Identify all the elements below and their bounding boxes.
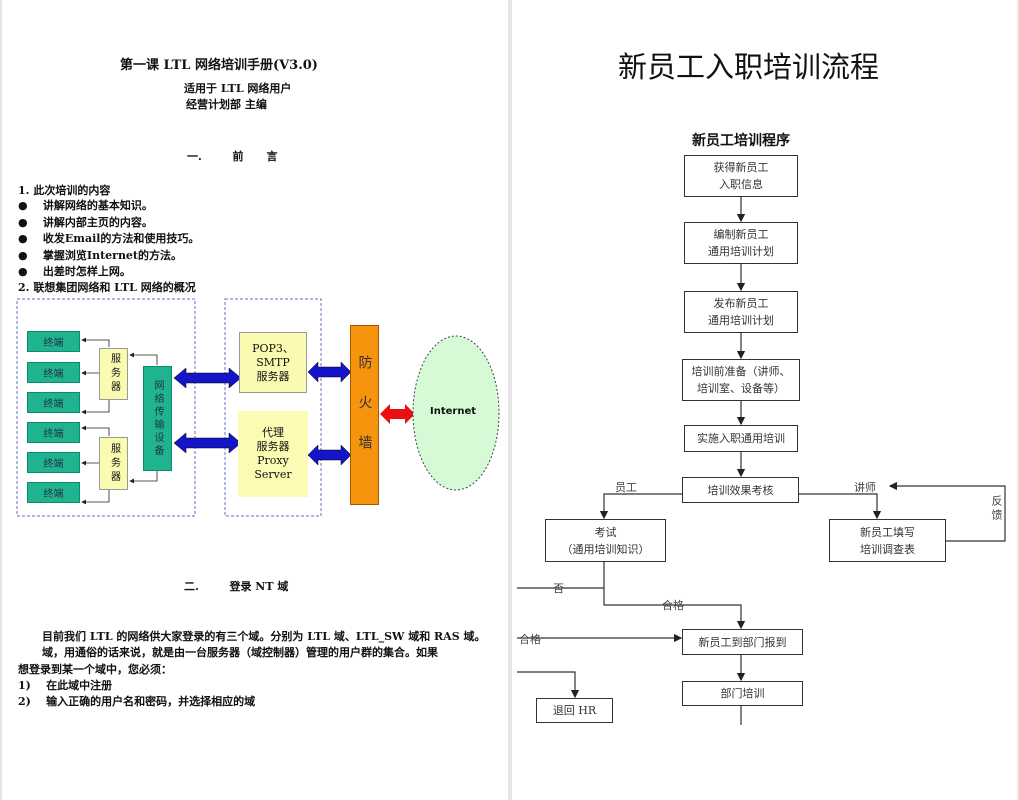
step-survey: 新员工填写培训调查表 bbox=[829, 519, 946, 562]
firewall: 防火墙 bbox=[350, 325, 379, 505]
section-heading-nt-domain: 二. 登录 NT 域 bbox=[184, 580, 289, 593]
step-evaluate: 培训效果考核 bbox=[682, 477, 799, 503]
paragraph-line: 目前我们 LTL 的网络供大家登录的有三个域。分别为 LTL 域、LTL_SW … bbox=[42, 630, 486, 643]
box-line: 编制新员工 bbox=[713, 228, 769, 241]
list-heading-overview: 2. 联想集团网络和 LTL 网络的概况 bbox=[18, 281, 196, 294]
box-line: 考试 bbox=[594, 525, 617, 539]
box-line: 入职信息 bbox=[719, 178, 763, 191]
proxy-line: Server bbox=[254, 468, 292, 481]
step-publish-plan: 发布新员工通用培训计划 bbox=[684, 291, 798, 333]
box-line: 发布新员工 bbox=[713, 297, 769, 310]
list-item: ● 收发Email的方法和使用技巧。 bbox=[18, 232, 200, 245]
terminal-2: 终端 bbox=[27, 362, 80, 383]
flowchart-subtitle: 新员工培训程序 bbox=[692, 133, 790, 149]
paragraph-line: 域，用通俗的话来说，就是由一台服务器（域控制器）管理的用户群的集合。如果 bbox=[42, 646, 438, 659]
mail-server-line: POP3、 bbox=[252, 341, 294, 355]
step-compile-plan: 编制新员工通用培训计划 bbox=[684, 222, 798, 264]
flowchart-title: 新员工入职培训流程 bbox=[618, 50, 880, 84]
box-line: 培训前准备（讲师、 bbox=[691, 365, 791, 378]
network-diagram-lines bbox=[16, 298, 500, 517]
mail-server: POP3、 SMTP 服务器 bbox=[239, 332, 307, 393]
network-transmission-device: 网络传输设备 bbox=[143, 366, 172, 471]
doc-editor: 经营计划部 主编 bbox=[186, 98, 267, 111]
terminal-5: 终端 bbox=[27, 452, 80, 473]
right-flowchart-page: 新员工入职培训流程 新员工培训程序 获得新员工入职信息 编制新员工通用培训计划 … bbox=[512, 0, 1017, 800]
step-exam: 考试 （通用培训知识） bbox=[545, 519, 666, 562]
internet-label: Internet bbox=[430, 406, 477, 417]
terminal-3: 终端 bbox=[27, 392, 80, 413]
box-line: 通用培训计划 bbox=[708, 314, 774, 327]
label-lecturer: 讲师 bbox=[854, 481, 876, 494]
label-employee: 员工 bbox=[615, 481, 637, 494]
proxy-line: Proxy bbox=[257, 454, 289, 467]
list-heading-content: 1. 此次培训的内容 bbox=[18, 184, 111, 197]
box-line: 培训室、设备等） bbox=[697, 382, 785, 395]
proxy-server: 代理 服务器 Proxy Server bbox=[238, 411, 308, 497]
box-line: 培训调查表 bbox=[860, 542, 915, 556]
box-line: 获得新员工 bbox=[713, 161, 769, 174]
flowchart-connectors bbox=[517, 197, 1006, 725]
step-return-hr: 退回 HR bbox=[536, 698, 613, 723]
list-item: ● 出差时怎样上网。 bbox=[18, 265, 131, 278]
step-item: 1) 在此域中注册 bbox=[18, 679, 113, 692]
label-no: 否 bbox=[553, 582, 564, 595]
doc-subtitle: 适用于 LTL 网络用户 bbox=[184, 82, 292, 95]
proxy-line: 服务器 bbox=[256, 440, 290, 453]
step-report-department: 新员工到部门报到 bbox=[682, 629, 803, 655]
label-pass-2: 合格 bbox=[519, 633, 541, 646]
mail-server-line: 服务器 bbox=[256, 369, 290, 383]
mail-server-line: SMTP bbox=[256, 355, 290, 369]
label-feedback: 反馈 bbox=[990, 495, 1003, 523]
box-line: 通用培训计划 bbox=[708, 245, 774, 258]
box-line: （通用培训知识） bbox=[561, 542, 650, 556]
label-pass: 合格 bbox=[662, 599, 684, 612]
step-item: 2) 输入正确的用户名和密码，并选择相应的域 bbox=[18, 695, 256, 708]
terminal-6: 终端 bbox=[27, 482, 80, 503]
paragraph-line: 想登录到某一个域中，您必须： bbox=[18, 663, 172, 676]
list-item: ● 讲解网络的基本知识。 bbox=[18, 199, 153, 212]
box-line: 新员工填写 bbox=[860, 525, 915, 539]
bullet-list: ● 讲解网络的基本知识。 ● 讲解内部主页的内容。 ● 收发Email的方法和使… bbox=[18, 198, 199, 281]
list-item: ● 讲解内部主页的内容。 bbox=[18, 215, 153, 229]
step-department-training: 部门培训 bbox=[682, 681, 803, 706]
server-2: 服务器 bbox=[99, 437, 128, 490]
terminal-1: 终端 bbox=[27, 331, 80, 352]
section-heading-preface: 一. 前 言 bbox=[187, 150, 278, 163]
proxy-line: 代理 bbox=[262, 426, 284, 439]
step-get-new-employee-info: 获得新员工入职信息 bbox=[684, 155, 798, 197]
doc-title: 第一课 LTL 网络培训手册(V3.0) bbox=[120, 58, 318, 73]
left-document-page: 第一课 LTL 网络培训手册(V3.0) 适用于 LTL 网络用户 经营计划部 … bbox=[2, 0, 508, 800]
step-preparation: 培训前准备（讲师、培训室、设备等） bbox=[682, 359, 800, 401]
step-implement-training: 实施入职通用培训 bbox=[684, 425, 798, 452]
list-item: ● 掌握浏览Internet的方法。 bbox=[18, 248, 183, 262]
server-1: 服务器 bbox=[99, 348, 128, 400]
terminal-4: 终端 bbox=[27, 422, 80, 443]
